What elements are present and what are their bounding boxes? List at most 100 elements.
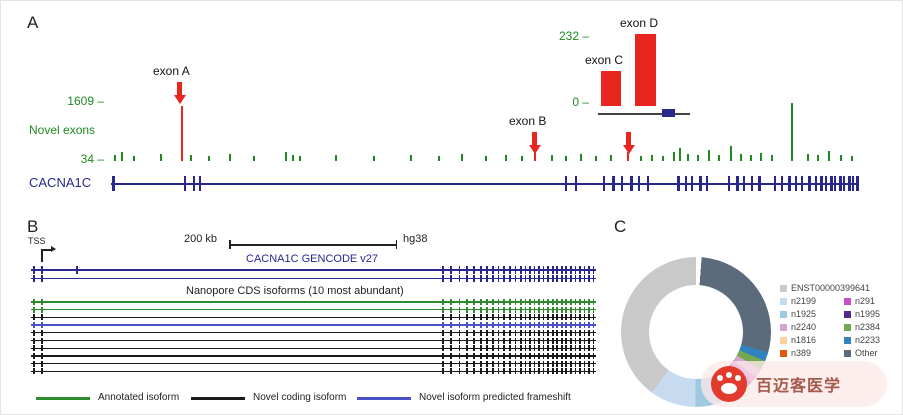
exon-tick xyxy=(533,266,536,274)
gene-backbone-line xyxy=(111,182,859,185)
novel-exon-tick xyxy=(771,155,774,161)
transcript-backbone-line xyxy=(31,269,596,271)
exon-tick xyxy=(551,337,554,344)
transcript-row xyxy=(31,360,596,367)
exon-tick xyxy=(33,352,35,359)
exon-tick xyxy=(551,322,554,329)
exon-tick xyxy=(529,275,531,282)
cacna1c-gene-track xyxy=(111,176,859,191)
exon-tick xyxy=(514,322,517,329)
exon-tick xyxy=(442,360,444,367)
exon-tick xyxy=(503,314,505,321)
exon-tick xyxy=(533,306,536,313)
exon-tick xyxy=(570,266,572,274)
exon-tick xyxy=(492,329,494,336)
exon-tick xyxy=(33,345,35,352)
gene-exon-tick xyxy=(684,176,687,191)
exon-tick xyxy=(542,329,545,336)
exon-tick xyxy=(520,299,522,305)
transcript-backbone-line xyxy=(31,355,596,357)
gene-exon-tick xyxy=(794,176,797,191)
legend-label: n2384 xyxy=(855,322,881,332)
legend-color-swatch xyxy=(844,323,851,331)
exon-tick xyxy=(450,352,452,359)
exon-tick xyxy=(480,322,482,329)
exon-tick xyxy=(492,345,494,352)
exon-tick xyxy=(551,306,554,313)
exon-tick xyxy=(33,299,35,305)
exon-tick xyxy=(480,329,482,336)
exon-tick xyxy=(466,322,468,329)
exon-tick xyxy=(556,337,559,344)
exon-tick xyxy=(588,266,590,274)
exon-tick xyxy=(542,266,545,274)
novel-exon-tick xyxy=(550,155,553,161)
exon-tick xyxy=(533,368,536,375)
exon-tick xyxy=(486,360,488,367)
exon-tick xyxy=(583,322,586,329)
exon-tick xyxy=(547,329,549,336)
gene-exon-tick xyxy=(111,176,115,191)
exon-tick xyxy=(514,306,517,313)
exon-tick xyxy=(473,314,475,321)
exon-tick xyxy=(503,345,505,352)
gene-exon-tick xyxy=(852,176,855,191)
exon-tick xyxy=(486,322,488,329)
exon-tick xyxy=(450,299,452,305)
legend-label: n2199 xyxy=(791,296,817,306)
exon-tick xyxy=(560,368,563,375)
exon-tick xyxy=(529,266,531,274)
exon-tick xyxy=(33,360,35,367)
exon-tick xyxy=(473,275,475,282)
gene-exon-tick xyxy=(630,176,634,191)
legend-color-swatch xyxy=(780,297,787,305)
exon-tick xyxy=(442,352,444,359)
inset-ymax-label: 232 – xyxy=(558,29,589,43)
exon-tick xyxy=(480,352,482,359)
gene-exon-tick xyxy=(621,176,624,191)
gene-exon-tick xyxy=(808,176,812,191)
exon-tick xyxy=(508,352,511,359)
exon-tick xyxy=(547,345,549,352)
inset-bar xyxy=(601,71,621,106)
exon-tick xyxy=(520,329,522,336)
exon-tick xyxy=(551,329,554,336)
exon-tick xyxy=(560,306,563,313)
exon-tick xyxy=(473,360,475,367)
novel-exon-tick xyxy=(639,156,642,161)
transcript-backbone-line xyxy=(31,362,596,365)
novel-exon-tick xyxy=(520,156,523,161)
exon-tick xyxy=(583,337,586,344)
exon-tick xyxy=(41,306,43,313)
exon-tick xyxy=(508,345,511,352)
legend-swatch-annotated xyxy=(36,397,90,400)
exon-tick xyxy=(565,299,568,305)
exon-tick xyxy=(570,352,572,359)
exon-tick xyxy=(556,275,559,282)
exon-tick xyxy=(570,275,572,282)
exon-tick xyxy=(533,345,536,352)
exon-tick xyxy=(560,337,563,344)
legend-color-swatch xyxy=(780,349,787,357)
exon-tick xyxy=(442,368,444,375)
legend-label: Other xyxy=(855,348,878,358)
exon-tick xyxy=(492,368,494,375)
exon-tick xyxy=(556,352,559,359)
exon-tick xyxy=(579,314,581,321)
exon-tick xyxy=(533,322,536,329)
exon-tick xyxy=(450,329,452,336)
exon-tick xyxy=(458,314,461,321)
exon-tick xyxy=(480,360,482,367)
exon-tick xyxy=(583,345,586,352)
exon-tick xyxy=(524,299,527,305)
exon-tick xyxy=(579,266,581,274)
exon-tick xyxy=(538,266,540,274)
exon-tick xyxy=(588,314,590,321)
exon-tick xyxy=(503,352,505,359)
exon-tick xyxy=(41,275,43,282)
exon-tick xyxy=(538,360,540,367)
exon-tick xyxy=(565,352,568,359)
exon-tick xyxy=(486,368,488,375)
exon-tick xyxy=(588,337,590,344)
exon-tick xyxy=(466,337,468,344)
